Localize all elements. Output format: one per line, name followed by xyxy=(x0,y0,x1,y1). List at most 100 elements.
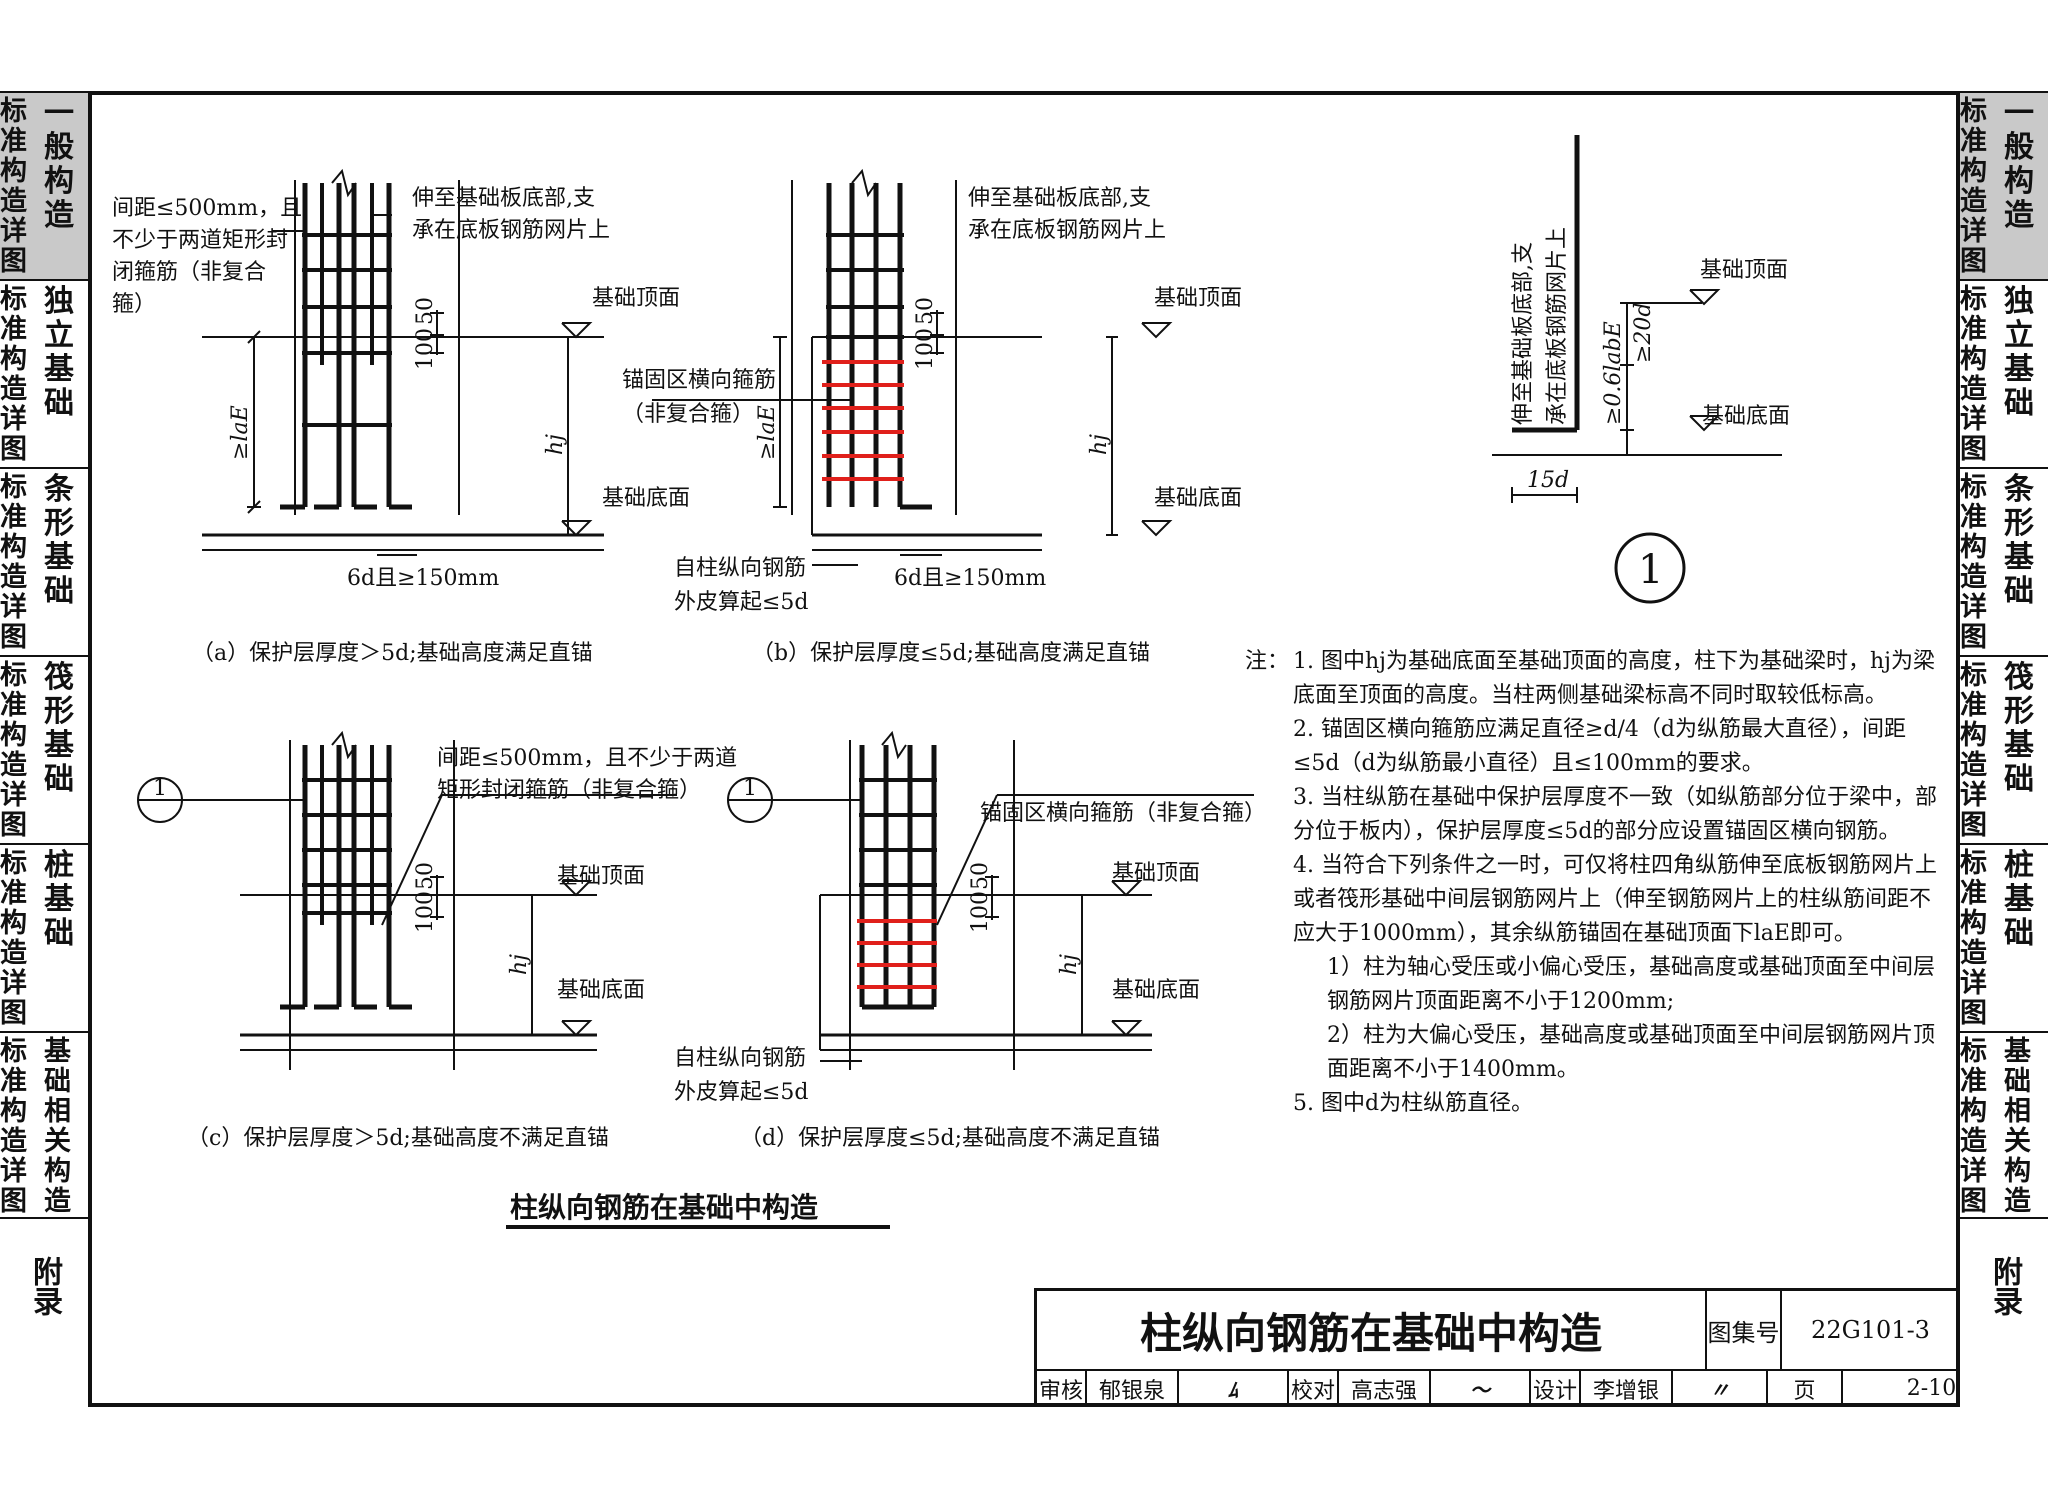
fig-a-anchor-len: ≥laE xyxy=(228,405,253,460)
note-item-4: 4. 当符合下列条件之一时，可仅将柱四角纵筋伸至底板钢筋网片上或者筏形基础中间层… xyxy=(1293,853,1937,946)
side-tab-section: 独立基础 xyxy=(44,284,74,421)
side-tab-section: 条形基础 xyxy=(44,472,74,609)
fig-c-bottom-face: 基础底面 xyxy=(557,978,645,1003)
fig-b-note-stirrup-1: 锚固区横向箍筋 xyxy=(622,368,776,393)
side-tab-isolated[interactable]: 标准构造详图 独立基础 xyxy=(0,279,88,467)
checker-signature: 〜 xyxy=(1431,1371,1531,1406)
side-tab-appendix-right[interactable]: 附录 xyxy=(1987,1256,2022,1316)
side-tab-label: 标准构造详图 xyxy=(0,96,27,277)
notes-list: 1. 图中hj为基础底面至基础顶面的高度，柱下为基础梁时，hj为梁底面至顶面的高… xyxy=(1245,645,1945,1121)
side-tab-section: 基础相关构造 xyxy=(44,1036,71,1217)
side-tab-label: 标准构造详图 xyxy=(0,660,27,841)
side-tab-label: 标准构造详图 xyxy=(1960,96,1987,277)
fig-a-dim-100: 100 xyxy=(413,328,438,370)
side-tab-label: 标准构造详图 xyxy=(1960,660,1987,841)
side-tab-appendix[interactable]: 附录 xyxy=(27,1256,62,1316)
side-tab-label: 标准构造详图 xyxy=(0,284,27,465)
fig-a-dim-50: 50 xyxy=(413,297,438,325)
figure-d xyxy=(727,730,1254,1070)
fig-a-bend-len: 6d且≥150mm xyxy=(347,566,499,591)
note-subitem-2: 2）柱为大偏心受压，基础高度或基础顶面至中间层钢筋网片顶面距离不小于1400mm… xyxy=(1327,1023,1935,1082)
reviewer-name: 郁银泉 xyxy=(1087,1371,1179,1406)
side-tab-pile[interactable]: 标准构造详图 桩基础 xyxy=(0,843,88,1031)
figure-c xyxy=(137,730,677,1070)
figure-a xyxy=(202,168,604,556)
fig-d-height: hj xyxy=(1057,954,1082,975)
fig-c-top-face: 基础顶面 xyxy=(557,864,645,889)
side-tab-strip[interactable]: 标准构造详图 条形基础 xyxy=(0,467,88,655)
fig-a-note-spacing-4: 箍） xyxy=(112,292,156,317)
side-tab-related[interactable]: 标准构造详图 基础相关构造 xyxy=(0,1031,88,1219)
detail1-vertical-note-2: 承在底板钢筋网片上 xyxy=(1545,227,1570,425)
detail1-dim-a: ≥0.6labE xyxy=(1601,321,1626,425)
detail1-top-face: 基础顶面 xyxy=(1700,258,1788,283)
side-tab-section: 一般构造 xyxy=(2004,96,2034,233)
atlas-label: 图集号 xyxy=(1707,1291,1782,1371)
note-item-1: 1. 图中hj为基础底面至基础顶面的高度，柱下为基础梁时，hj为梁底面至顶面的高… xyxy=(1293,649,1935,708)
title-block-title: 柱纵向钢筋在基础中构造 xyxy=(1037,1291,1707,1371)
fig-c-detail-ref: 1 xyxy=(153,776,167,801)
design-label: 设计 xyxy=(1531,1371,1581,1406)
fig-d-top-face: 基础顶面 xyxy=(1112,861,1200,886)
fig-a-height: hj xyxy=(543,434,568,455)
fig-a-note-spacing-1: 间距≤500mm，且 xyxy=(112,196,302,221)
side-tab-section: 桩基础 xyxy=(44,848,74,951)
detail1-vertical-note-1: 伸至基础板底部,支 xyxy=(1511,242,1536,425)
side-tab-label: 标准构造详图 xyxy=(1960,1036,1987,1217)
side-tab-general-right[interactable]: 标准构造详图 一般构造 xyxy=(1960,91,2048,279)
fig-a-top-face: 基础顶面 xyxy=(592,286,680,311)
fig-d-caption: （d）保护层厚度≤5d;基础高度不满足直锚 xyxy=(740,1126,1160,1151)
review-label: 审核 xyxy=(1037,1371,1087,1406)
detail1-number: 1 xyxy=(1638,547,1663,593)
fig-a-caption: （a）保护层厚度＞5d;基础高度满足直锚 xyxy=(192,641,593,666)
side-tab-strip-right[interactable]: 标准构造详图 条形基础 xyxy=(1960,467,2048,655)
fig-c-dim-100: 100 xyxy=(413,891,438,933)
side-tab-raft[interactable]: 标准构造详图 筏形基础 xyxy=(0,655,88,843)
fig-d-dim-50: 50 xyxy=(968,862,993,890)
side-tab-label: 标准构造详图 xyxy=(0,848,27,1029)
fig-d-detail-ref: 1 xyxy=(743,776,757,801)
page-label: 页 xyxy=(1768,1371,1843,1406)
fig-c-note-spacing-1: 间距≤500mm，且不少于两道 xyxy=(437,746,737,771)
fig-b-top-face: 基础顶面 xyxy=(1154,286,1242,311)
side-tab-pile-right[interactable]: 标准构造详图 桩基础 xyxy=(1960,843,2048,1031)
side-tab-label: 标准构造详图 xyxy=(1960,848,1987,1029)
title-block-signatures: 审核 郁银泉 ﾑ 校对 高志强 〜 设计 李增银 〃 页 2-10 xyxy=(1037,1371,2020,1406)
fig-b-note-extend-1: 伸至基础板底部,支 xyxy=(968,186,1151,211)
detail-1 xyxy=(1492,135,1782,604)
notes-block: 注： 1. 图中hj为基础底面至基础顶面的高度，柱下为基础梁时，hj为梁底面至顶… xyxy=(1245,645,1945,1121)
side-tab-label: 标准构造详图 xyxy=(1960,472,1987,653)
side-tab-related-right[interactable]: 标准构造详图 基础相关构造 xyxy=(1960,1031,2048,1219)
designer-signature: 〃 xyxy=(1673,1371,1768,1406)
side-tab-general[interactable]: 标准构造详图 一般构造 xyxy=(0,91,88,279)
fig-b-bend-len: 6d且≥150mm xyxy=(894,566,1046,591)
check-label: 校对 xyxy=(1289,1371,1339,1406)
construction-drawing: 间距≤500mm，且 不少于两道矩形封 闭箍筋（非复合 箍） 伸至基础板底部,支… xyxy=(112,135,1790,1229)
side-tab-raft-right[interactable]: 标准构造详图 筏形基础 xyxy=(1960,655,2048,843)
fig-b-note-outer-1: 自柱纵向钢筋 xyxy=(674,556,806,581)
fig-c-note-spacing-2: 矩形封闭箍筋（非复合箍） xyxy=(437,778,701,803)
figure-b xyxy=(652,168,1173,566)
anchor-stirrups-d xyxy=(857,919,937,989)
detail1-bend: 15d xyxy=(1527,468,1569,493)
fig-c-height: hj xyxy=(507,954,532,975)
atlas-number: 22G101-3 xyxy=(1782,1291,1959,1371)
fig-d-dim-100: 100 xyxy=(968,891,993,933)
fig-b-note-stirrup-2: （非复合箍） xyxy=(622,402,754,427)
fig-d-note-outer-1: 自柱纵向钢筋 xyxy=(674,1046,806,1071)
fig-b-dim-50: 50 xyxy=(913,297,938,325)
side-tab-isolated-right[interactable]: 标准构造详图 独立基础 xyxy=(1960,279,2048,467)
fig-a-note-extend-2: 承在底板钢筋网片上 xyxy=(412,218,610,243)
fig-c-dim-50: 50 xyxy=(413,862,438,890)
side-tab-label: 标准构造详图 xyxy=(0,472,27,653)
side-tab-section: 筏形基础 xyxy=(2004,660,2034,797)
drawing-frame xyxy=(88,91,1960,1407)
fig-a-note-extend-1: 伸至基础板底部,支 xyxy=(412,186,595,211)
fig-b-bottom-face: 基础底面 xyxy=(1154,486,1242,511)
fig-d-bottom-face: 基础底面 xyxy=(1112,978,1200,1003)
side-tab-section: 基础相关构造 xyxy=(2004,1036,2031,1217)
checker-name: 高志强 xyxy=(1339,1371,1431,1406)
detail1-dim-b: ≥20d xyxy=(1631,302,1656,363)
fig-a-note-spacing-3: 闭箍筋（非复合 xyxy=(112,260,266,285)
fig-b-note-outer-2: 外皮算起≤5d xyxy=(674,590,809,615)
